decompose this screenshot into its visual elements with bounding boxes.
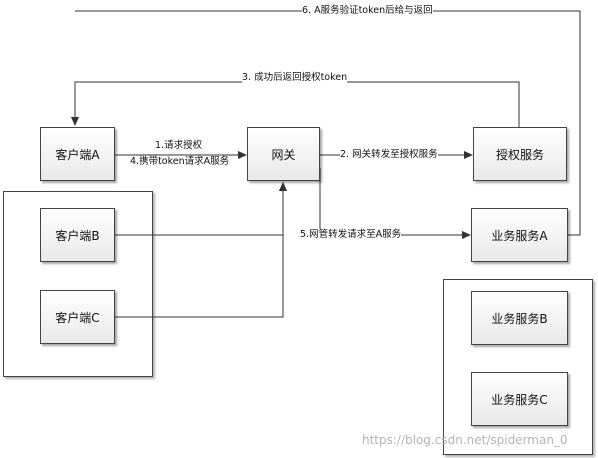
biz-service-a-label: 业务服务A <box>491 228 548 243</box>
edge-auth-to-client-a <box>71 81 520 127</box>
edge-label-5: 5.网管转发请求至A服务 <box>300 229 402 241</box>
client-c-node: 客户端C <box>40 290 115 344</box>
client-a-node: 客户端A <box>40 127 115 181</box>
edge-client-b-to-gateway <box>115 182 287 236</box>
edge-gateway-to-biz-a <box>319 168 471 239</box>
biz-service-b-label: 业务服务B <box>491 311 548 326</box>
biz-service-b-node: 业务服务B <box>471 291 568 345</box>
biz-service-c-node: 业务服务C <box>471 372 568 426</box>
biz-service-a-node: 业务服务A <box>471 208 568 262</box>
edge-label-3: 3. 成功后返回授权token <box>242 72 348 84</box>
client-a-label: 客户端A <box>55 147 100 162</box>
watermark-text: https://blog.csdn.net/spiderman_0 <box>362 433 568 447</box>
gateway-label: 网关 <box>271 147 296 162</box>
biz-service-c-label: 业务服务C <box>491 392 548 407</box>
client-b-node: 客户端B <box>40 208 115 262</box>
edge-client-c-to-gateway <box>115 182 287 318</box>
client-b-label: 客户端B <box>55 228 100 243</box>
edge-label-2: 2. 网关转发至授权服务 <box>340 149 438 161</box>
edge-label-1: 1.请求授权 <box>155 140 203 152</box>
gateway-node: 网关 <box>247 127 320 181</box>
auth-service-node: 授权服务 <box>473 127 567 181</box>
auth-service-label: 授权服务 <box>495 147 544 162</box>
client-c-label: 客户端C <box>55 310 100 325</box>
edge-label-4: 4.携带token请求A服务 <box>130 156 230 168</box>
edge-label-6: 6. A服务验证token后给与返回 <box>302 5 433 17</box>
edge-biz-a-to-client-a <box>75 10 581 236</box>
